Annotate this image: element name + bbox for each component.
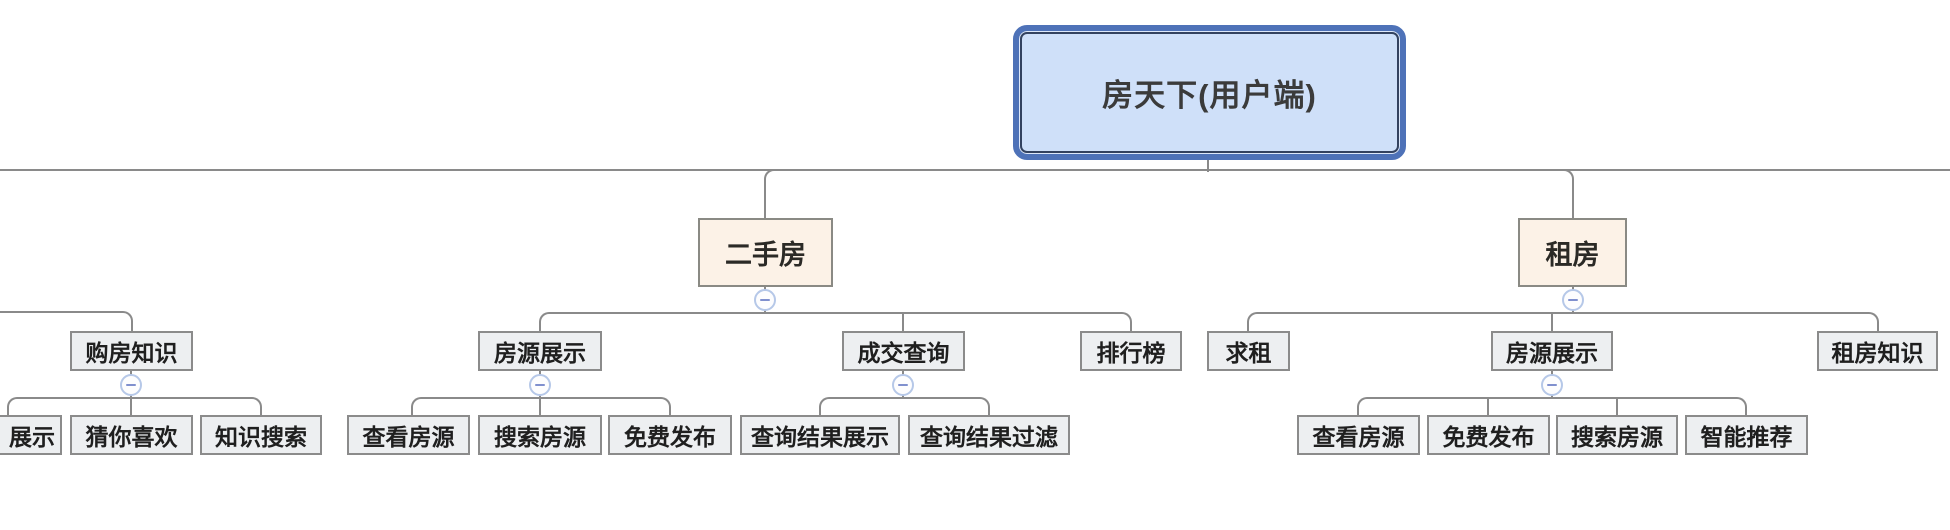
connector-secondhand-drop bbox=[764, 169, 778, 219]
node-ranking[interactable]: 排行榜 bbox=[1080, 331, 1182, 371]
connector-secondhand-children-rail bbox=[539, 312, 1132, 332]
node-seek-rent[interactable]: 求租 bbox=[1207, 331, 1290, 371]
minus-toggle-icon[interactable] bbox=[1541, 374, 1563, 396]
node-view-listings-rent[interactable]: 查看房源 bbox=[1297, 415, 1420, 455]
node-search-listings-rent[interactable]: 搜索房源 bbox=[1556, 415, 1678, 455]
connector-offscreen-left-rail bbox=[0, 311, 133, 332]
minus-glyph bbox=[898, 384, 908, 386]
node-query-result-display[interactable]: 查询结果展示 bbox=[740, 415, 900, 455]
minus-toggle-icon[interactable] bbox=[120, 374, 142, 396]
connector-rent-drop bbox=[1560, 169, 1574, 219]
connector-deal-query-children bbox=[819, 397, 990, 416]
node-knowledge-search[interactable]: 知识搜索 bbox=[200, 415, 322, 455]
node-purchase-knowledge[interactable]: 购房知识 bbox=[70, 331, 193, 371]
node-listing-display-rent[interactable]: 房源展示 bbox=[1491, 331, 1613, 371]
node-listing-display-secondhand[interactable]: 房源展示 bbox=[478, 331, 602, 371]
connector-rent-children-rail bbox=[1247, 312, 1879, 332]
minus-glyph bbox=[1568, 299, 1578, 301]
minus-glyph bbox=[760, 299, 770, 301]
node-smart-recommend[interactable]: 智能推荐 bbox=[1685, 415, 1808, 455]
node-view-listings-secondhand[interactable]: 查看房源 bbox=[347, 415, 470, 455]
connector-listing-display-rent-drop bbox=[1551, 313, 1553, 332]
minus-toggle-icon[interactable] bbox=[754, 289, 776, 311]
minus-toggle-icon[interactable] bbox=[892, 374, 914, 396]
node-guess-you-like[interactable]: 猜你喜欢 bbox=[70, 415, 193, 455]
node-deal-query[interactable]: 成交查询 bbox=[842, 331, 965, 371]
connector-listing-rent-children bbox=[1357, 397, 1747, 416]
node-free-publish-secondhand[interactable]: 免费发布 bbox=[608, 415, 732, 455]
minus-glyph bbox=[1547, 384, 1557, 386]
connector-purchase-knowledge-children bbox=[7, 397, 262, 416]
connector-level1-rail bbox=[0, 169, 1950, 171]
minus-toggle-icon[interactable] bbox=[1562, 289, 1584, 311]
connector-root-stub bbox=[1207, 160, 1209, 172]
minus-toggle-icon[interactable] bbox=[529, 374, 551, 396]
node-query-result-filter[interactable]: 查询结果过滤 bbox=[908, 415, 1070, 455]
minus-glyph bbox=[126, 384, 136, 386]
node-rent-house[interactable]: 租房 bbox=[1518, 218, 1627, 287]
node-display-clipped[interactable]: 展示 bbox=[0, 415, 62, 455]
connector-deal-query-drop bbox=[902, 313, 904, 332]
connector-listing-secondhand-children bbox=[411, 397, 671, 416]
node-free-publish-rent[interactable]: 免费发布 bbox=[1427, 415, 1550, 455]
node-search-listings-secondhand[interactable]: 搜索房源 bbox=[478, 415, 602, 455]
node-second-hand-house[interactable]: 二手房 bbox=[698, 218, 833, 287]
minus-glyph bbox=[535, 384, 545, 386]
connector-search-listings-rent-drop bbox=[1616, 398, 1618, 416]
node-rent-knowledge[interactable]: 租房知识 bbox=[1817, 331, 1938, 371]
connector-free-publish-rent-drop bbox=[1487, 398, 1489, 416]
node-root[interactable]: 房天下(用户端) bbox=[1013, 25, 1406, 160]
